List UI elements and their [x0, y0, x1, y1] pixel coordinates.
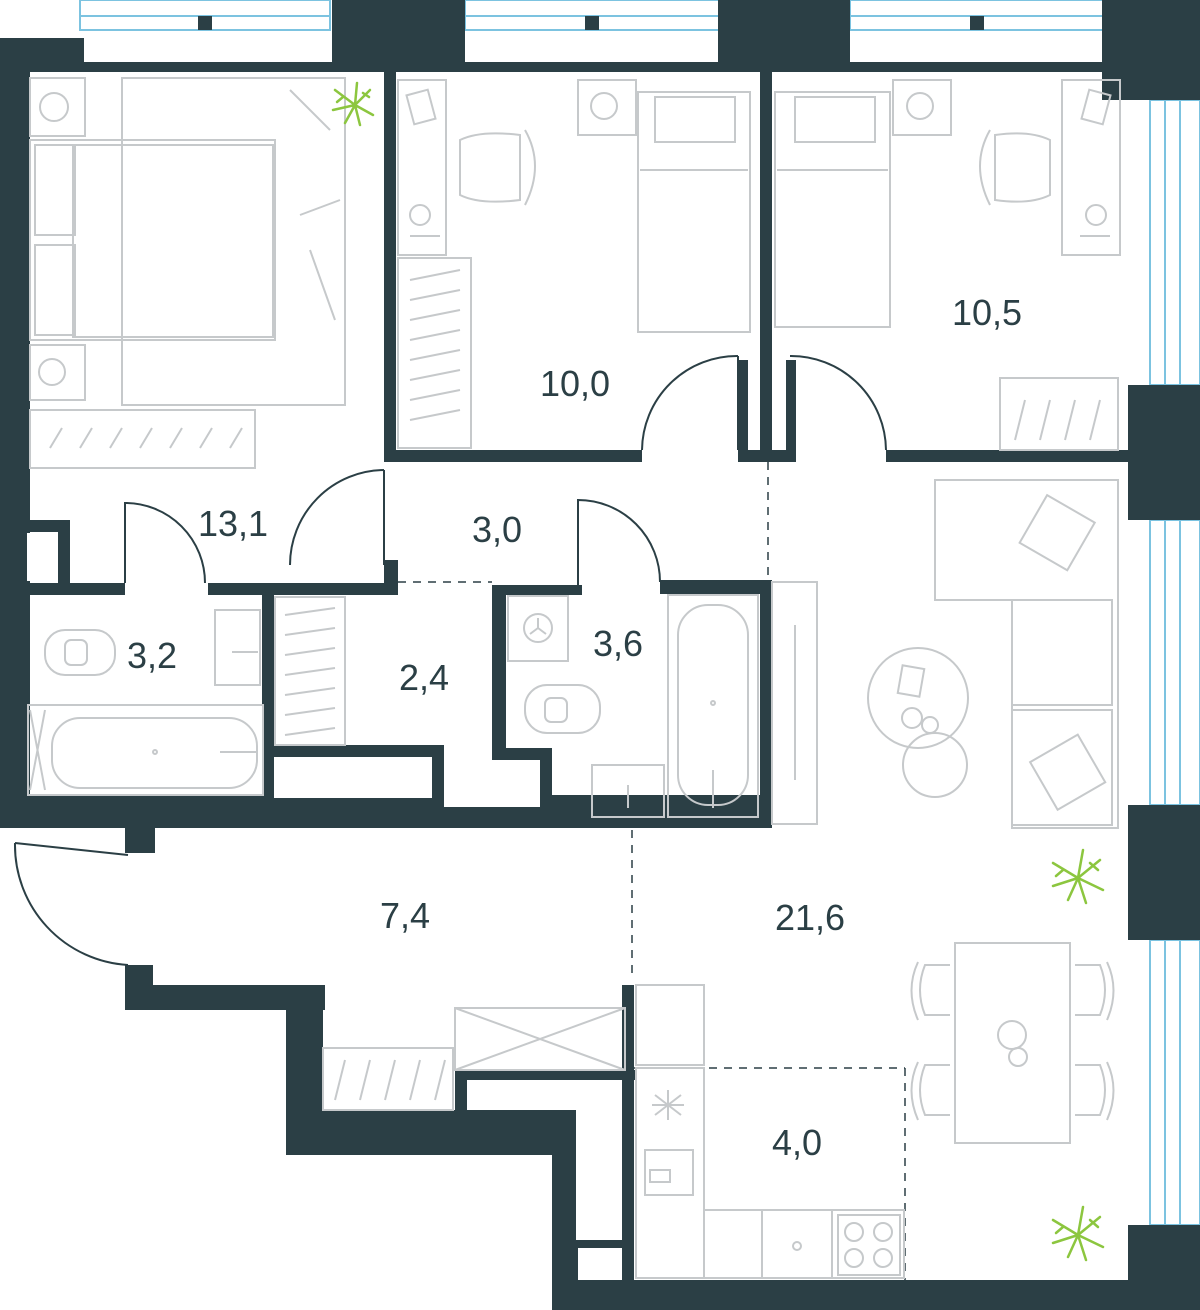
room-area-bathroom-center: 3,6 [593, 623, 643, 664]
bed-icon [29, 77, 346, 469]
room-labels: 13,1 10,0 10,5 3,0 3,2 2,4 3,6 7,4 21,6 … [127, 292, 1022, 1163]
coffee-table-icon [867, 647, 969, 798]
room-area-bathroom-left: 3,2 [127, 635, 177, 676]
room-area-wardrobe: 2,4 [399, 657, 449, 698]
stove-icon [837, 1214, 901, 1276]
kitchen-unit-icon [635, 984, 905, 1279]
bathtub-icon [667, 594, 759, 818]
room-area-hall: 7,4 [380, 895, 430, 936]
room-area-bedroom-middle: 10,0 [540, 363, 610, 404]
room-area-corridor: 3,0 [472, 509, 522, 550]
desk-icon [999, 79, 1121, 451]
door-icon [13, 354, 887, 966]
dining-table-icon [910, 942, 1115, 1144]
toilet-icon [524, 684, 601, 734]
tv-unit-icon [771, 581, 818, 825]
desk-icon [397, 79, 472, 449]
zone-lines [398, 462, 906, 1280]
bed-icon [774, 79, 952, 328]
sink-icon [214, 609, 261, 686]
windows [79, 0, 1200, 1226]
room-area-living-room: 21,6 [775, 897, 845, 938]
bed-icon [577, 79, 751, 333]
chair-icon [459, 129, 536, 206]
room-area-bedroom-right: 10,5 [952, 292, 1022, 333]
room-area-bedroom-master: 13,1 [198, 503, 268, 544]
toilet-icon [44, 629, 116, 676]
plant-icon [331, 81, 1105, 1262]
wardrobe-icon [274, 596, 346, 746]
hall-storage-icon [322, 1007, 626, 1111]
room-area-kitchen: 4,0 [772, 1122, 822, 1163]
sink-icon [591, 764, 665, 818]
washing-machine-icon [507, 595, 569, 662]
chair-icon [979, 129, 1051, 206]
bathtub-icon [27, 704, 264, 796]
sofa-icon [934, 479, 1119, 829]
